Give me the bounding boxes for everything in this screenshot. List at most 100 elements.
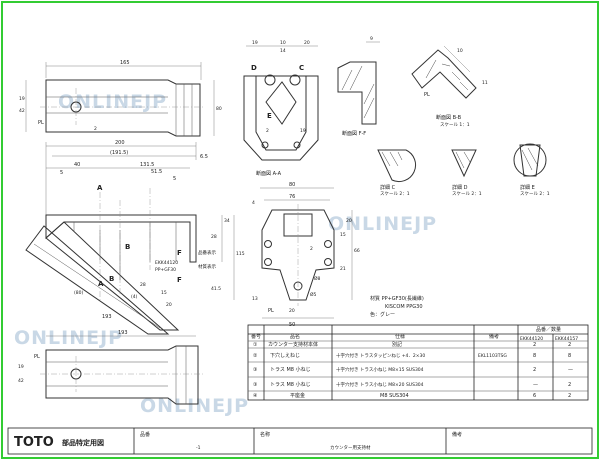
dim-label: 20 (304, 40, 310, 46)
dim-label: 76 (289, 194, 295, 200)
section-letter: C (299, 64, 304, 72)
drawing-type: 部品特定用図 (62, 438, 104, 447)
table-header-number: 番号 (251, 333, 261, 340)
dim-label: 66 (354, 248, 360, 254)
table-model-2: EKK44157 (555, 336, 578, 342)
row-qty-1: 8 (533, 353, 536, 359)
table-header-remarks: 備考 (489, 333, 499, 340)
dim-label: 40 (74, 162, 80, 168)
row-qty-1: 2 (533, 367, 536, 373)
row-qty-2: 8 (568, 353, 571, 359)
table-row: ① カウンター支持材本体 別記 2 2 (253, 341, 571, 348)
row-spec: 十字穴付き トラス小ねじ M8×15 SUS304 (336, 366, 424, 373)
detail-d-caption: 詳細 D (452, 184, 468, 191)
row-qty-2: 2 (568, 342, 571, 348)
watermark: ONLINEJP (58, 91, 167, 113)
table-row: ② 下穴しえねじ 十字穴付き トラスタッピンねじ +4．2×30 EKL1103… (253, 352, 571, 359)
row-spec: 十字穴付き トラスタッピンねじ +4．2×30 (336, 352, 425, 359)
row-number: ③ (253, 367, 257, 373)
dim-label: 131.5 (140, 162, 154, 168)
dim-label: 19 (18, 364, 24, 370)
dim-label: 165 (120, 60, 130, 66)
detail-e-caption: 詳細 E (520, 184, 535, 191)
dim-label: 9 (370, 36, 373, 42)
row-name: 平座金 (290, 392, 305, 399)
dim-label: 5 (173, 176, 176, 182)
dim-label: 115 (236, 251, 245, 257)
row-spec: 別記 (392, 341, 402, 348)
dim-label: 193 (102, 314, 112, 320)
dim-label: 42 (18, 378, 24, 384)
pl-label: PL (424, 92, 430, 98)
parts-table: 番号 品名 仕様 備考 品番／数量 EKK44120 EKK44157 ① カウ… (247, 324, 589, 401)
section-letter: E (267, 112, 272, 120)
detail-c-scale: スケール 2：1 (380, 190, 410, 197)
row-number: ③ (253, 382, 257, 388)
row-qty-2: 2 (568, 382, 571, 388)
toto-logo: TOTO (14, 435, 54, 450)
row-name: トラス M8 小ねじ (270, 366, 311, 373)
watermark: ONLINEJP (140, 395, 249, 417)
section-ff-caption: 断面図 F-F (342, 130, 366, 137)
detail-d-scale: スケール 2：1 (452, 190, 482, 197)
dim-label: 2 (310, 246, 313, 252)
table-header-quantity: 品番／数量 (536, 326, 561, 333)
dim-label: 80 (289, 182, 295, 188)
dim-label: 193 (118, 330, 128, 336)
dim-label: 20 (289, 308, 295, 314)
row-number: ① (253, 342, 258, 348)
dim-label: 51.5 (151, 169, 162, 175)
section-ff-view: 9 断面図 F-F (337, 36, 380, 137)
part-number-marking: EKK44120 (155, 260, 178, 266)
dim-label: 200 (115, 140, 125, 146)
part-code-value: -1 (196, 445, 201, 451)
top-view: 165 19 42 80 2 PL (19, 60, 222, 137)
pl-label: PL (268, 308, 274, 314)
dim-label: 20 (346, 218, 352, 224)
remarks-label: 備考 (452, 431, 462, 438)
watermark: ONLINEJP (14, 327, 123, 349)
dim-label: 14 (280, 48, 286, 54)
section-letter: F (177, 276, 182, 284)
pl-label: PL (34, 354, 40, 360)
dim-label: 10 (280, 40, 286, 46)
dim-label: 19 (252, 40, 258, 46)
dim-label: (4) (131, 294, 138, 300)
section-letter: F (177, 249, 182, 257)
material-note: 材質 PP+GF30(長繊維) KISCOM PPG30 色：グレー (370, 295, 424, 318)
detail-e-scale: スケール 2：1 (520, 190, 550, 197)
row-name: トラス M8 小ねじ (270, 381, 311, 388)
bottom-view: 80 76 4 20 15 66 21 50 13 20 2 Ø8 Ø5 PL (252, 182, 360, 328)
table-header-name: 品名 (290, 333, 300, 340)
dim-label: 20 (166, 302, 172, 308)
material-marking: PP+GF30 (155, 267, 176, 273)
section-letter: A (98, 280, 104, 288)
section-bb-caption: 断面図 B-B (436, 114, 462, 121)
row-spec: 十字穴付き トラス小ねじ M8×20 SUS304 (336, 381, 424, 388)
end-view: 193 19 42 PL (18, 330, 204, 405)
table-row: ③ トラス M8 小ねじ 十字穴付き トラス小ねじ M8×20 SUS304 —… (253, 381, 571, 388)
name-label: 名称 (260, 431, 270, 438)
section-letter: B (109, 275, 114, 283)
table-row: ③ トラス M8 小ねじ 十字穴付き トラス小ねじ M8×15 SUS304 2… (253, 366, 573, 373)
row-qty-1: 2 (533, 342, 536, 348)
row-qty-1: 6 (533, 393, 536, 399)
dim-label: 19 (300, 128, 306, 134)
front-view: 200 (191.5) 6.5 5 131.5 40 51.5 5 A A B … (25, 140, 245, 335)
section-letter: D (251, 64, 257, 72)
section-letter: B (125, 243, 130, 251)
watermark: ONLINEJP (328, 213, 437, 235)
dim-label: 4 (252, 200, 255, 206)
row-qty-2: 2 (568, 393, 571, 399)
section-aa-view: 19 10 14 20 D C E 2 19 断面図 A-A (243, 40, 319, 177)
part-number-display-label: 品番表示 (198, 249, 216, 256)
material-display-label: 材質表示 (198, 263, 216, 270)
dim-label: 80 (216, 106, 222, 112)
section-aa-caption: 断面図 A-A (256, 170, 282, 177)
dim-label: 21 (340, 266, 346, 272)
table-row: ④ 平座金 M8 SUS304 6 2 (253, 392, 571, 399)
dim-label: 2 (94, 126, 97, 132)
table-model-1: EKK44120 (520, 336, 543, 342)
